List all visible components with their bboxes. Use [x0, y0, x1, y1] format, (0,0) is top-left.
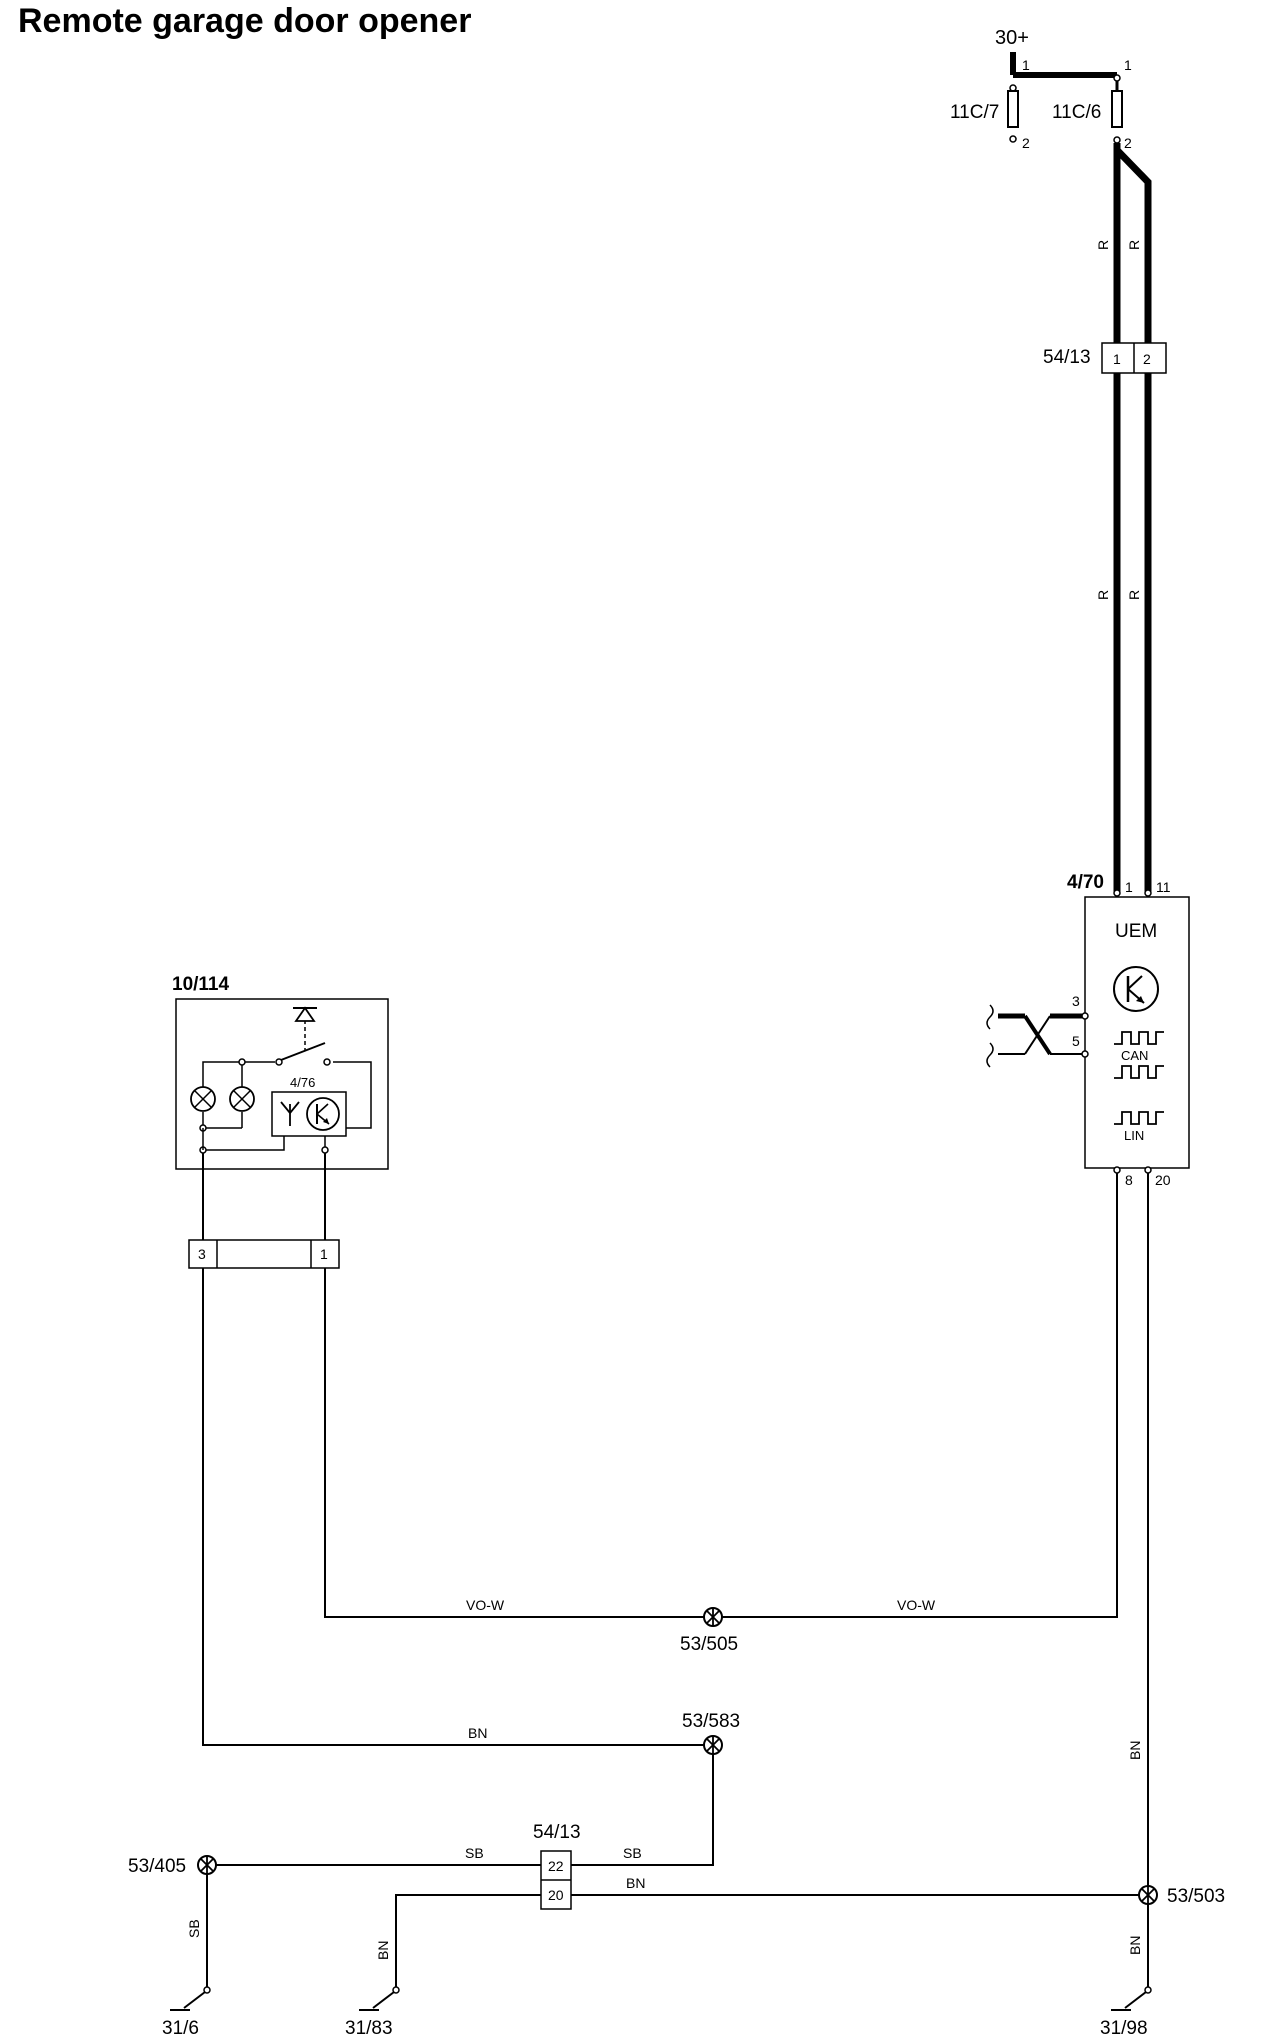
svg-text:11C/7: 11C/7: [950, 102, 999, 123]
antenna-icon: [280, 1101, 300, 1126]
wire-label-bn-4: BN: [375, 1941, 391, 1960]
svg-text:5: 5: [1072, 1033, 1080, 1049]
svg-text:54/13: 54/13: [533, 1822, 581, 1843]
svg-text:3: 3: [1072, 993, 1080, 1009]
uem-ref: 4/70: [1067, 872, 1104, 893]
wire-label-bn-5: BN: [1127, 1936, 1143, 1955]
svg-text:53/405: 53/405: [128, 1856, 186, 1877]
wire-red-right: [1114, 147, 1152, 893]
can-bus-twisted-pair: [986, 1004, 1082, 1068]
svg-text:22: 22: [548, 1858, 564, 1874]
fuse-11c-6: 1 2 11C/6: [1052, 57, 1132, 151]
wire-bn-3183: [395, 1894, 541, 1990]
svg-text:8: 8: [1125, 1172, 1133, 1188]
ground-31-98: 31/98: [1100, 1986, 1152, 2039]
garage-opener-module: 10/114: [172, 974, 389, 1170]
wire-label-r1: R: [1095, 240, 1111, 250]
sub-module-ref: 4/76: [290, 1075, 315, 1090]
lin-signal-icon: LIN: [1114, 1111, 1164, 1143]
wire-label-vo-w-2: VO-W: [897, 1597, 936, 1613]
svg-text:2: 2: [1022, 135, 1030, 151]
ground-31-83: 31/83: [345, 1986, 400, 2039]
push-switch-icon: [238, 1006, 333, 1066]
svg-text:1: 1: [320, 1246, 328, 1262]
connector-54-13-bottom: 54/13 22 20: [533, 1822, 581, 1910]
splice-53-505: 53/505: [680, 1607, 738, 1655]
svg-text:20: 20: [548, 1887, 564, 1903]
wire-label-sb-1: SB: [465, 1845, 484, 1861]
svg-text:54/13: 54/13: [1043, 347, 1091, 368]
svg-text:2: 2: [1143, 351, 1151, 367]
svg-text:11C/6: 11C/6: [1052, 102, 1101, 123]
svg-text:1: 1: [1124, 57, 1132, 73]
svg-text:2: 2: [1124, 135, 1132, 151]
svg-text:1: 1: [1022, 57, 1030, 73]
page-title: Remote garage door opener: [18, 2, 472, 40]
can-signal-icon: CAN: [1114, 1031, 1164, 1079]
wire-label-r4: R: [1126, 590, 1142, 600]
wire-label-vo-w-1: VO-W: [466, 1597, 505, 1613]
svg-text:53/505: 53/505: [680, 1634, 738, 1655]
lamp-icon-1: [190, 1086, 216, 1112]
svg-text:11: 11: [1156, 879, 1171, 895]
svg-text:LIN: LIN: [1124, 1128, 1144, 1143]
wire-vo-w: [324, 1173, 1118, 1618]
fuse-11c-7: 1 2 11C/7: [950, 57, 1030, 151]
wire-bn-opener: [202, 1268, 713, 1746]
svg-text:1: 1: [1113, 351, 1121, 367]
splice-53-583: 53/583: [682, 1711, 740, 1755]
connector-opener: 3 1: [188, 1239, 340, 1269]
supply-label: 30+: [995, 27, 1029, 49]
wire-label-r3: R: [1095, 590, 1111, 600]
svg-text:31/6: 31/6: [162, 2018, 199, 2039]
svg-text:20: 20: [1155, 1172, 1171, 1188]
ground-31-6: 31/6: [162, 1986, 211, 2039]
connector-54-13-top: 54/13 1 2: [1043, 342, 1167, 374]
wire-label-bn-2: BN: [1127, 1741, 1143, 1760]
uem-name: UEM: [1115, 921, 1157, 942]
opener-ref: 10/114: [172, 974, 229, 995]
wire-label-bn-1: BN: [468, 1725, 487, 1741]
svg-text:31/83: 31/83: [345, 2018, 393, 2039]
splice-53-503: 53/503: [1138, 1885, 1225, 1907]
wire-sb-583: [571, 1745, 714, 1866]
wire-label-r2: R: [1126, 240, 1142, 250]
wire-label-bn-3: BN: [626, 1875, 645, 1891]
splice-53-405: 53/405: [128, 1855, 217, 1877]
wire-label-sb-3: SB: [186, 1919, 202, 1938]
uem-module: 4/70 1 11 UEM CAN LIN 3 5: [1067, 872, 1190, 1188]
svg-text:53/583: 53/583: [682, 1711, 740, 1732]
transistor-icon-small: [306, 1097, 340, 1131]
svg-text:3: 3: [198, 1246, 206, 1262]
svg-text:CAN: CAN: [1121, 1048, 1148, 1063]
transistor-icon: [1113, 966, 1159, 1012]
wire-label-sb-2: SB: [623, 1845, 642, 1861]
svg-text:31/98: 31/98: [1100, 2018, 1148, 2039]
svg-text:1: 1: [1125, 879, 1133, 895]
lamp-icon-2: [229, 1086, 255, 1112]
svg-text:53/503: 53/503: [1167, 1886, 1225, 1907]
